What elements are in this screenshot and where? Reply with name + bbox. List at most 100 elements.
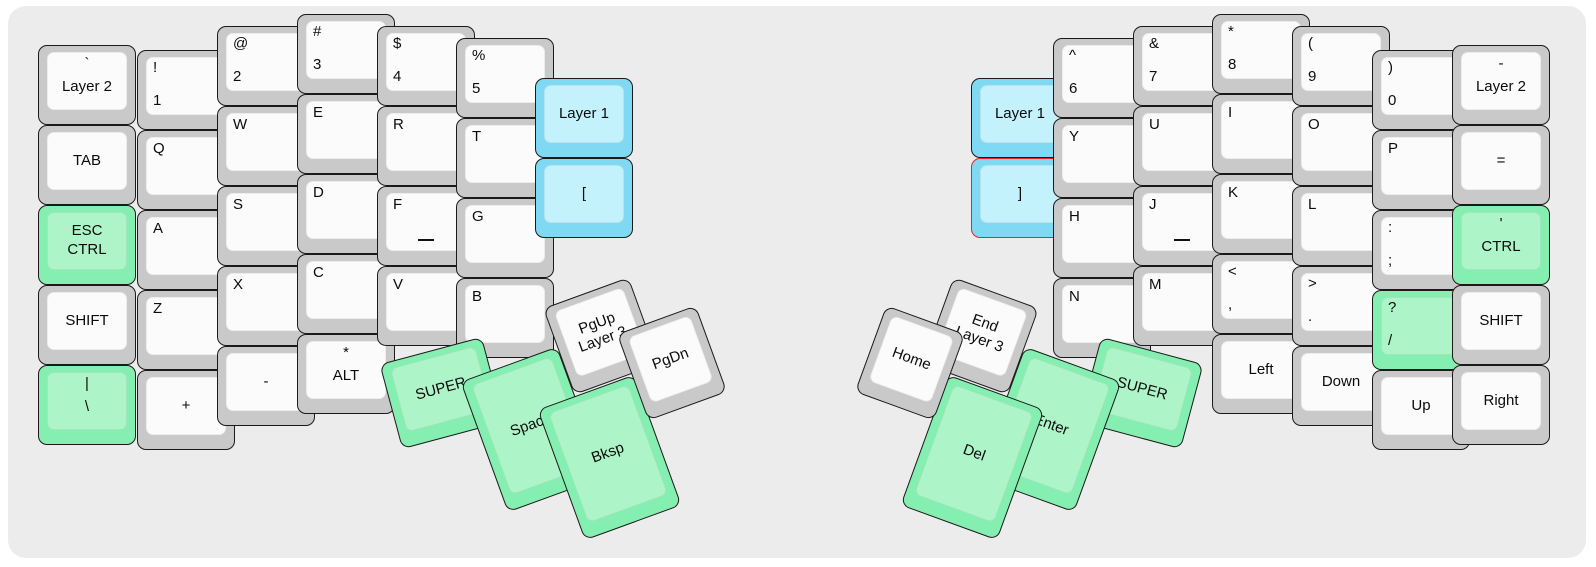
key-bksp-label: Bksp <box>589 439 627 467</box>
key-d-label: D <box>313 184 324 201</box>
key-h-label: H <box>1069 208 1080 225</box>
key-semicolon-label: ; <box>1388 252 1393 270</box>
key-layer1-right-label: Layer 1 <box>994 104 1046 122</box>
key-k[interactable]: K <box>1212 174 1310 254</box>
key-t-face: T <box>465 125 545 183</box>
key-up-label: Up <box>1411 396 1431 414</box>
key-quote-ctrl[interactable]: 'CTRL <box>1452 205 1550 285</box>
key-pgdn-label: PgDn <box>649 343 691 373</box>
key-0-label: ) <box>1388 59 1393 76</box>
key-g-face: G <box>465 205 545 263</box>
key-layer1[interactable]: Layer 1 <box>535 78 633 158</box>
key-w-face: W <box>226 113 306 171</box>
key-z-label: Z <box>153 300 163 317</box>
key-pipe-backslash[interactable]: |\ <box>38 365 136 445</box>
key-x-face: X <box>226 273 306 331</box>
key-right[interactable]: Right <box>1452 365 1550 445</box>
key-slash-label: / <box>1388 332 1393 350</box>
key-minus-layer2-label: Layer 2 <box>1475 77 1527 95</box>
key-6-label: ^ <box>1069 47 1077 64</box>
key-comma-face: <, <box>1221 261 1301 319</box>
key-asterisk-alt-face: *ALT <box>306 341 386 399</box>
key-h-face: H <box>1062 205 1142 263</box>
key-del-label: Del <box>960 441 988 465</box>
key-n-face: N <box>1062 285 1142 343</box>
key-o-label: O <box>1308 116 1320 133</box>
key-shift-right[interactable]: SHIFT <box>1452 285 1550 365</box>
key-0-label: 0 <box>1388 92 1397 110</box>
key-equals[interactable]: = <box>1452 125 1550 205</box>
key-shift-right-face: SHIFT <box>1461 292 1541 350</box>
key-quote-ctrl-label: ' <box>1499 215 1503 232</box>
key-1-face: !1 <box>146 57 226 115</box>
key-minus-label: - <box>263 372 269 390</box>
key-super-right-label: SUPER <box>1115 373 1170 404</box>
key-g[interactable]: G <box>456 198 554 278</box>
key-minus-layer2-label: - <box>1498 55 1504 72</box>
key-w-label: W <box>233 116 248 133</box>
key-grave-layer2-label: ` <box>84 55 90 72</box>
key-j-label: J <box>1149 196 1157 213</box>
key-v-label: V <box>393 276 404 293</box>
key-8-face: *8 <box>1221 21 1301 79</box>
key-down-face: Down <box>1301 353 1381 411</box>
key-m-label: M <box>1149 276 1162 293</box>
key-o-face: O <box>1301 113 1381 171</box>
key-grave-layer2[interactable]: ` Layer 2 <box>38 45 136 125</box>
key-right-face: Right <box>1461 372 1541 430</box>
key-shift[interactable]: SHIFT <box>38 285 136 365</box>
key-pgdn-face: PgDn <box>627 315 714 404</box>
key-down-label: Down <box>1321 372 1361 390</box>
key-c[interactable]: C <box>297 254 395 334</box>
key-up-face: Up <box>1381 377 1461 435</box>
key-comma-label: < <box>1228 263 1237 280</box>
key-semicolon-face: :; <box>1381 217 1461 275</box>
key-u-face: U <box>1142 113 1222 171</box>
key-2-label: 2 <box>233 68 242 86</box>
key-f-homing-bump <box>418 239 434 241</box>
key-z[interactable]: Z <box>137 290 235 370</box>
key-m-face: M <box>1142 273 1222 331</box>
key-5-label: 5 <box>472 80 481 98</box>
key-layer1-right[interactable]: Layer 1 <box>971 78 1069 158</box>
key-left-label: Left <box>1248 360 1274 378</box>
key-left-face: Left <box>1221 341 1301 399</box>
key-7[interactable]: &7 <box>1133 26 1231 106</box>
key-tab[interactable]: TAB <box>38 125 136 205</box>
key-bracket-left[interactable]: [ <box>535 158 633 238</box>
key-p-label: P <box>1388 140 1399 157</box>
key-4-face: $4 <box>386 33 466 91</box>
key-d-face: D <box>306 181 386 239</box>
key-e-face: E <box>306 101 386 159</box>
key-comma-label: , <box>1228 296 1233 314</box>
key-7-face: &7 <box>1142 33 1222 91</box>
key-3-label: 3 <box>313 56 322 74</box>
key-q-face: Q <box>146 137 226 195</box>
key-layer1-right-face: Layer 1 <box>980 85 1060 143</box>
key-i-label: I <box>1228 104 1233 121</box>
key-i-face: I <box>1221 101 1301 159</box>
key-pipe-backslash-label: \ <box>84 397 90 415</box>
key-plus-label: + <box>181 396 191 414</box>
key-l-label: L <box>1308 196 1317 213</box>
key-1-label: ! <box>153 59 158 76</box>
key-grave-layer2-label: Layer 2 <box>61 77 113 95</box>
key-minus-layer2-face: - Layer 2 <box>1461 52 1541 110</box>
key-v-face: V <box>386 273 466 331</box>
key-c-label: C <box>313 264 324 281</box>
key-j-face: J <box>1142 193 1222 251</box>
key-asterisk-alt[interactable]: *ALT <box>297 334 395 414</box>
key-j-homing-bump <box>1174 239 1190 241</box>
key-s-label: S <box>233 196 244 213</box>
key-home-face: Home <box>868 315 955 404</box>
key-2-label: @ <box>233 35 249 52</box>
key-c-face: C <box>306 261 386 319</box>
key-minus-layer2[interactable]: - Layer 2 <box>1452 45 1550 125</box>
key-asterisk-alt-label: ALT <box>332 366 360 384</box>
key-bracket-right-face: ] <box>980 165 1060 223</box>
key-equals-face: = <box>1461 132 1541 190</box>
key-l-face: L <box>1301 193 1381 251</box>
key-6-label: 6 <box>1069 80 1078 98</box>
key-u-label: U <box>1149 116 1160 133</box>
